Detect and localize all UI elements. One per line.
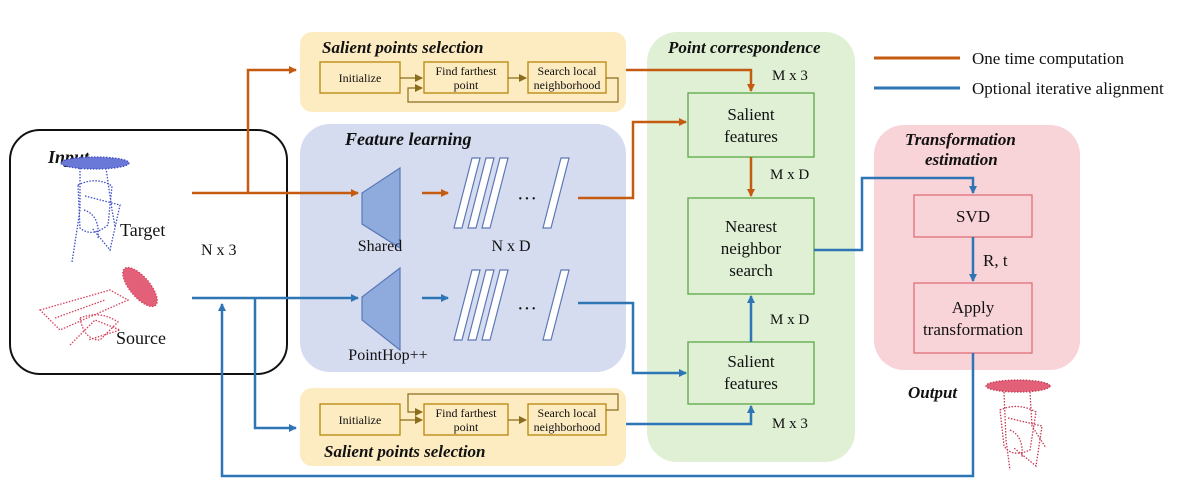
salient-top-title: Salient points selection [322,38,484,57]
shared-label: Shared [358,238,402,255]
legend-iterative-label: Optional iterative alignment [972,79,1164,98]
apply-transformation-label-1: Apply [952,298,995,317]
nearest-neighbor-label-3: search [729,261,773,280]
transformation-title-1: Transformation [905,130,1016,149]
feature-dots-top: ··· [517,188,537,210]
point-correspondence-panel [647,32,855,462]
nearest-neighbor-label-1: Nearest [725,217,777,236]
pointhop-label: PointHop++ [348,347,427,364]
search-local-bottom-label-2: neighborhood [534,420,601,434]
mxd-top-label: M x D [770,167,809,183]
orange-flow-arrows [192,66,755,200]
transformation-panel [874,125,1080,370]
nearest-neighbor-label-2: neighbor [721,239,782,258]
search-local-top-label-2: neighborhood [534,78,601,92]
point-correspondence-title: Point correspondence [667,38,821,57]
nearest-neighbor-box [687,197,815,295]
target-point-cloud [60,156,130,263]
initialize-top-label: Initialize [339,71,382,85]
salient-bottom-flow-arrows [400,393,619,424]
search-local-bottom-box [527,403,607,436]
mx3-top-label: M x 3 [772,68,808,84]
shared-network-icon [361,166,401,250]
output-label: Output [908,383,958,402]
source-label: Source [116,328,166,348]
feature-bars-bottom [453,269,570,341]
salient-top-flow-arrows [400,74,619,103]
rt-label: R, t [983,251,1008,270]
find-farthest-top-label-1: Find farthest [436,64,498,78]
input-panel [9,129,288,375]
search-local-top-label-1: Search local [538,64,598,78]
salient-features-bottom-label-1: Salient [727,352,774,371]
mxd-bottom-label: M x D [770,312,809,328]
target-label: Target [120,220,165,240]
pointhop-network-icon [361,266,401,352]
initialize-bottom-label: Initialize [339,413,382,427]
find-farthest-bottom-label-2: point [454,420,479,434]
feature-dots-bottom: ··· [517,298,537,320]
source-point-cloud [38,266,158,346]
search-local-bottom-label-1: Search local [538,406,598,420]
input-size-label: N x 3 [201,242,237,259]
blue-flow-arrows [192,176,977,478]
salient-bottom-title: Salient points selection [324,442,486,461]
nxd-label: N x D [491,238,530,255]
find-farthest-top-label-2: point [454,78,479,92]
salient-features-top-label-1: Salient [727,105,774,124]
salient-features-top-label-2: features [724,127,778,146]
feature-learning-title: Feature learning [344,129,472,149]
svd-label: SVD [956,207,990,226]
legend-one-time-label: One time computation [972,49,1125,68]
mx3-bottom-label: M x 3 [772,416,808,432]
salient-top-panel [300,32,626,112]
transformation-title-2: estimation [925,150,998,169]
salient-bottom-panel [300,388,626,466]
output-point-cloud [985,379,1051,471]
apply-transformation-label-2: transformation [923,320,1024,339]
find-farthest-bottom-label-1: Find farthest [436,406,498,420]
salient-features-bottom-label-2: features [724,374,778,393]
feature-bars-top [453,157,570,229]
